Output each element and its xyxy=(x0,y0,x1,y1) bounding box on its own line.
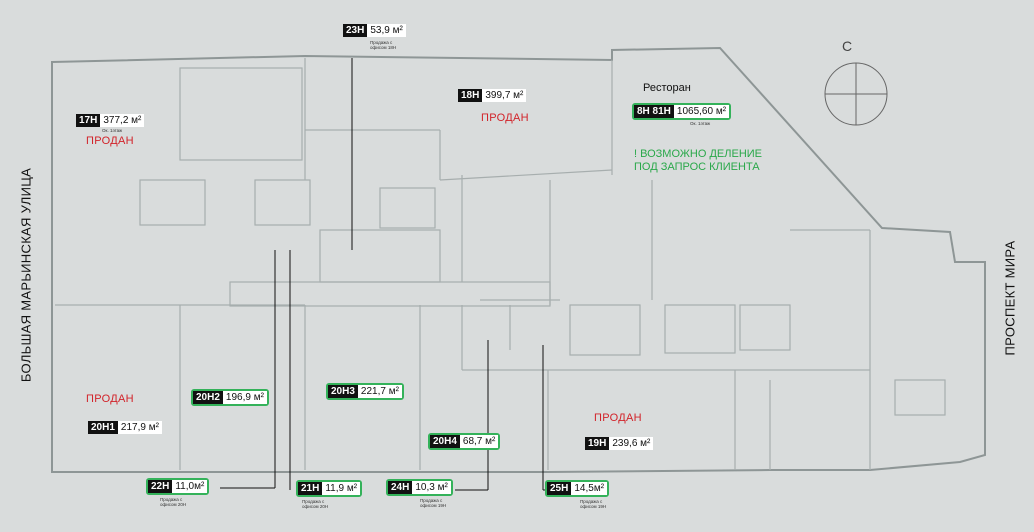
street-left-label: БОЛЬШАЯ МАРЬИНСКАЯ УЛИЦА xyxy=(18,167,34,383)
restaurant-label: Ресторан xyxy=(643,82,691,94)
street-right-label: ПРОСПЕКТ МИРА xyxy=(1002,240,1018,356)
premise-20h2[interactable]: 20Н2 196,9 м² xyxy=(191,389,269,406)
premise-17h[interactable]: 17Н 377,2 м² xyxy=(76,114,145,127)
premise-area: 11,0м² xyxy=(172,480,208,493)
division-note: ! ВОЗМОЖНО ДЕЛЕНИЕ ПОД ЗАПРОС КЛИЕНТА xyxy=(634,148,762,174)
premise-19h[interactable]: 19Н 239,6 м² xyxy=(585,437,654,450)
premise-area: 239,6 м² xyxy=(609,437,654,450)
division-note-line-2: ПОД ЗАПРОС КЛИЕНТА xyxy=(634,161,760,173)
premise-code: 20Н1 xyxy=(88,421,118,434)
sold-label-19h: ПРОДАН xyxy=(594,412,642,424)
premise-area: 221,7 м² xyxy=(357,385,402,398)
premise-8h-note: Ок. 1этаж xyxy=(690,121,711,126)
premise-18h[interactable]: 18Н 399,7 м² xyxy=(458,89,527,102)
premise-22h-note: Продажа с офисом 20Н xyxy=(160,497,187,507)
premise-code: 19Н xyxy=(585,437,610,450)
sold-label-18h: ПРОДАН xyxy=(481,112,529,124)
premise-22h[interactable]: 22Н 11,0м² xyxy=(146,478,210,495)
premise-code: 23Н xyxy=(343,24,368,37)
premise-21h[interactable]: 21Н 11,9 м² xyxy=(296,480,363,497)
premise-20h1[interactable]: 20Н1 217,9 м² xyxy=(88,421,162,434)
premise-area: 217,9 м² xyxy=(117,421,162,434)
premise-code: 24Н xyxy=(388,481,413,494)
premise-area: 53,9 м² xyxy=(367,24,406,37)
premise-area: 1065,60 м² xyxy=(673,105,730,118)
premise-25h[interactable]: 25Н 14,5м² xyxy=(545,480,610,497)
premise-code: 17Н xyxy=(76,114,101,127)
compass-icon xyxy=(824,62,888,126)
division-note-line-1: ! ВОЗМОЖНО ДЕЛЕНИЕ xyxy=(634,148,763,160)
premise-code: 8Н 81Н xyxy=(634,105,674,118)
premise-code: 20Н4 xyxy=(430,435,460,448)
premise-20h3[interactable]: 20Н3 221,7 м² xyxy=(326,383,404,400)
premise-23h-note: Продажа с офисом 18Н xyxy=(370,40,397,50)
premise-24h[interactable]: 24Н 10,3 м² xyxy=(386,479,453,496)
sold-label-20h1: ПРОДАН xyxy=(86,393,134,405)
premise-area: 377,2 м² xyxy=(100,114,145,127)
premise-25h-note: Продажа с офисом 19Н xyxy=(580,499,607,509)
compass-label: С xyxy=(842,38,853,54)
premise-23h[interactable]: 23Н 53,9 м² xyxy=(343,24,406,37)
premise-area: 399,7 м² xyxy=(482,89,527,102)
premise-21h-note: Продажа с офисом 20Н xyxy=(302,499,329,509)
premise-code: 20Н2 xyxy=(193,391,223,404)
premise-8h-81h[interactable]: 8Н 81Н 1065,60 м² xyxy=(632,103,732,120)
premise-17h-note: Ок. 1этаж xyxy=(102,128,123,133)
premise-area: 196,9 м² xyxy=(222,391,267,404)
premise-area: 11,9 м² xyxy=(322,482,361,495)
premise-code: 22Н xyxy=(148,480,173,493)
sold-label-17h: ПРОДАН xyxy=(86,135,134,147)
premise-code: 25Н xyxy=(547,482,572,495)
premise-24h-note: Продажа с офисом 19Н xyxy=(420,498,447,508)
premise-20h4[interactable]: 20Н4 68,7 м² xyxy=(428,433,501,450)
premise-area: 14,5м² xyxy=(571,482,608,495)
premise-area: 10,3 м² xyxy=(412,481,451,494)
premise-area: 68,7 м² xyxy=(459,435,499,448)
premise-code: 20Н3 xyxy=(328,385,358,398)
premise-code: 18Н xyxy=(458,89,483,102)
premise-code: 21Н xyxy=(298,482,323,495)
